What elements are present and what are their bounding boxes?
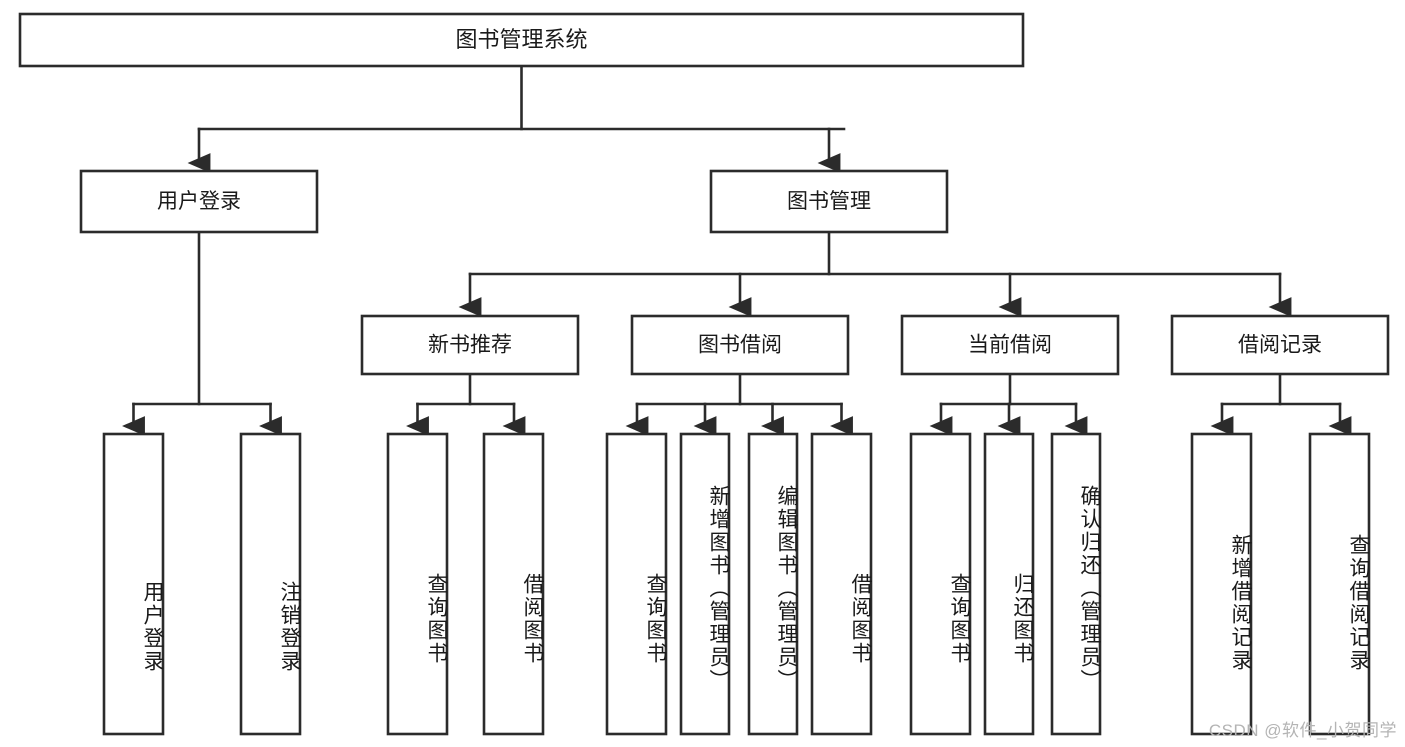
leaf-box-bb-edit-book[interactable] bbox=[747, 432, 799, 736]
connector-group-root-to-level2 bbox=[187, 64, 846, 173]
node-user-login[interactable]: 用户登录 bbox=[79, 169, 319, 234]
leaf-box-br-add-record[interactable] bbox=[1190, 432, 1253, 736]
node-book-manage[interactable]: 图书管理 bbox=[709, 169, 949, 234]
node-borrow-record-label: 借阅记录 bbox=[1238, 334, 1322, 357]
leaf-box-br-query-record[interactable] bbox=[1308, 432, 1371, 736]
leaf-box-cb-confirm-return[interactable] bbox=[1050, 432, 1102, 736]
leaf-box-nb-query-book[interactable] bbox=[386, 432, 449, 736]
connector-group-userlogin-to-leaves bbox=[122, 230, 282, 436]
node-new-book-recommend-label: 新书推荐 bbox=[428, 334, 512, 357]
leaf-box-user-login[interactable] bbox=[102, 432, 165, 736]
connector-group-newbook-to-leaves bbox=[406, 372, 526, 436]
node-new-book-recommend[interactable]: 新书推荐 bbox=[360, 314, 580, 376]
connector-group-borrowrecord-to-leaves bbox=[1210, 372, 1352, 436]
leaf-box-cb-query-book[interactable] bbox=[909, 432, 972, 736]
node-current-borrow[interactable]: 当前借阅 bbox=[900, 314, 1120, 376]
node-book-manage-label: 图书管理 bbox=[787, 190, 871, 213]
leaf-box-cb-return-book[interactable] bbox=[983, 432, 1035, 736]
leaf-box-group bbox=[102, 432, 1371, 736]
watermark-text: CSDN @软件_小贺同学 bbox=[1208, 721, 1397, 740]
leaf-box-bb-borrow-book[interactable] bbox=[810, 432, 873, 736]
node-book-borrow[interactable]: 图书借阅 bbox=[630, 314, 850, 376]
node-book-borrow-label: 图书借阅 bbox=[698, 334, 782, 357]
node-root[interactable]: 图书管理系统 bbox=[18, 12, 1025, 68]
node-current-borrow-label: 当前借阅 bbox=[968, 334, 1052, 357]
leaf-box-bb-query-book[interactable] bbox=[605, 432, 668, 736]
node-user-login-label: 用户登录 bbox=[157, 190, 241, 213]
leaf-box-user-logout[interactable] bbox=[239, 432, 302, 736]
leaf-box-nb-borrow-book[interactable] bbox=[482, 432, 545, 736]
node-root-label: 图书管理系统 bbox=[455, 27, 587, 52]
connector-group-bookmanage-to-level3 bbox=[458, 230, 1292, 317]
connector-group-bookborrow-to-leaves bbox=[625, 372, 853, 436]
node-borrow-record[interactable]: 借阅记录 bbox=[1170, 314, 1390, 376]
connector-group-currentborrow-to-leaves bbox=[929, 372, 1088, 436]
leaf-box-bb-add-book[interactable] bbox=[679, 432, 731, 736]
